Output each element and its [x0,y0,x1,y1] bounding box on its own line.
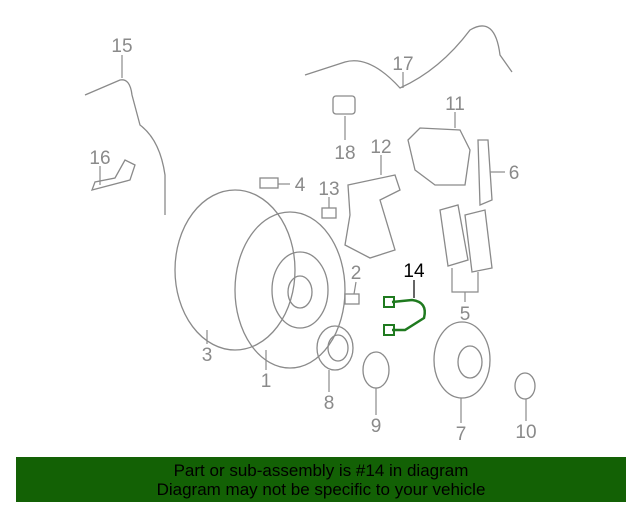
dust-shield-part[interactable] [174,189,296,351]
banner-line-1: Part or sub-assembly is #14 in diagram [173,461,469,480]
sensor-connector [383,296,395,308]
callout-18[interactable]: 18 [334,143,355,164]
bearing-inner [327,334,349,362]
caliper-carrier-part[interactable] [344,174,401,259]
callout-3[interactable]: 3 [202,345,213,366]
callout-12[interactable]: 12 [370,137,391,158]
callout-6[interactable]: 6 [509,163,520,184]
leader-lines [99,55,527,423]
callout-13[interactable]: 13 [318,179,339,200]
callout-8[interactable]: 8 [324,393,335,414]
brake-pad-part[interactable] [464,209,493,273]
part-info-banner: Part or sub-assembly is #14 in diagram D… [16,457,626,502]
sensor-probe [383,324,395,336]
spring-clip-part[interactable] [477,139,493,206]
callout-7[interactable]: 7 [456,424,467,445]
clip-part[interactable] [332,95,356,115]
callout-1[interactable]: 1 [261,371,272,392]
callout-11[interactable]: 11 [445,94,465,115]
banner-line-2: Diagram may not be specific to your vehi… [156,480,486,499]
bolt-part[interactable] [259,177,279,189]
brake-pad-part[interactable] [439,204,469,267]
callout-10[interactable]: 10 [515,422,536,443]
brake-wear-sensor-part[interactable] [391,298,426,332]
hub-part[interactable] [433,321,491,399]
callout-5[interactable]: 5 [460,304,471,325]
bearing-part[interactable] [316,325,354,371]
callout-17[interactable]: 17 [392,54,413,75]
axle-nut-part[interactable] [514,372,536,400]
rotor-center [287,275,313,309]
wear-sensor-wire-part[interactable] [304,25,513,89]
bracket-part[interactable] [90,159,136,191]
snap-ring-part[interactable] [362,351,390,389]
rotor-hat [271,251,329,329]
callout-14[interactable]: 14 [403,261,425,282]
callout-9[interactable]: 9 [371,416,382,437]
hub-center [457,345,483,379]
callout-15[interactable]: 15 [111,36,132,57]
bolt-part[interactable] [344,293,360,305]
bolt-part[interactable] [321,207,337,219]
callout-16[interactable]: 16 [89,148,110,169]
rotor-part[interactable] [234,211,346,369]
caliper-part[interactable] [407,127,471,186]
callout-2[interactable]: 2 [351,263,362,284]
brake-hose-part[interactable] [84,79,166,215]
callout-4[interactable]: 4 [295,175,306,196]
